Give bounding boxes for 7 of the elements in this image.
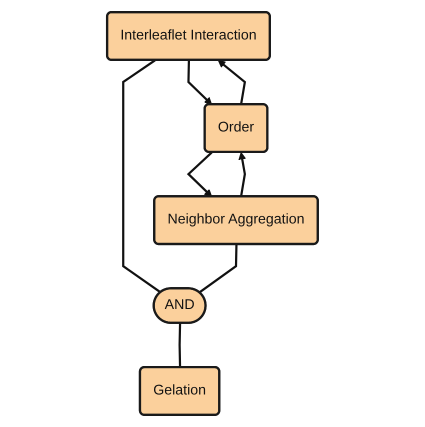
arrow (218, 60, 246, 105)
arrow (238, 152, 246, 197)
arrow (187, 60, 212, 105)
arrow (186, 152, 213, 198)
connector (122, 59, 162, 294)
connector (198, 244, 238, 294)
connector (178, 323, 182, 368)
